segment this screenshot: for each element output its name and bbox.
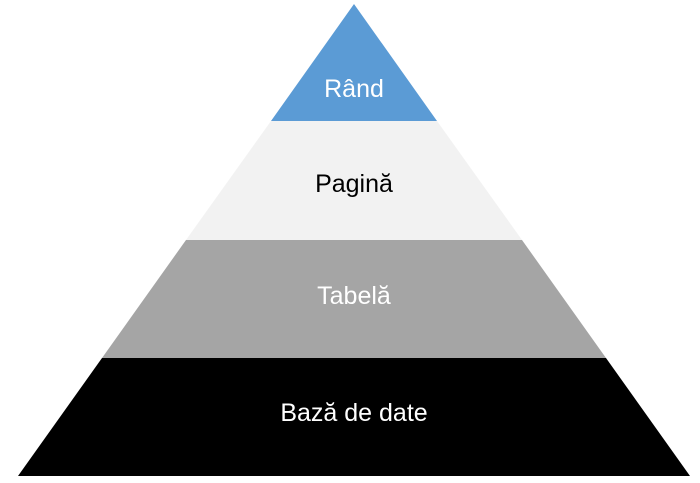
level-pagina-label: Pagină <box>315 170 393 198</box>
level-pagina-shape <box>186 121 522 240</box>
level-tabela-label: Tabelă <box>317 282 391 310</box>
level-rand-label: Rând <box>324 75 384 103</box>
level-tabela-shape <box>102 240 606 358</box>
level-baza-de-date-shape <box>18 358 690 476</box>
level-rand-shape <box>271 4 437 121</box>
level-baza-de-date-label: Bază de date <box>280 399 427 427</box>
